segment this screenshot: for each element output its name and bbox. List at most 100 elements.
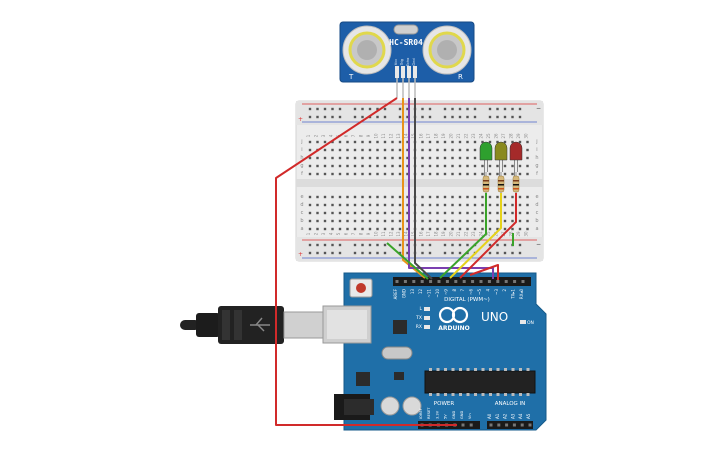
board-led <box>424 325 430 329</box>
breadboard-col-number: 21 <box>456 133 461 139</box>
breadboard[interactable]: + − + − 11223344556677889910101111121213… <box>295 100 544 262</box>
header-pin[interactable] <box>445 280 449 283</box>
breadboard-row-letter: j <box>300 139 302 145</box>
brand-label: ARDUINO <box>438 325 469 332</box>
header-pin[interactable] <box>479 280 483 283</box>
wire-yellow-led[interactable] <box>449 193 502 279</box>
wire-green-led[interactable] <box>439 193 487 279</box>
usb-icon <box>250 317 270 332</box>
breadboard-row-letter: g <box>535 163 538 169</box>
led-light[interactable] <box>509 141 523 161</box>
header-pin[interactable] <box>429 280 433 283</box>
header-pin[interactable] <box>520 423 524 427</box>
sensor-pin[interactable] <box>407 66 411 78</box>
wire-red-rail[interactable] <box>469 264 499 280</box>
board-led-label: TX <box>415 315 422 321</box>
breadboard-col-number: 10 <box>374 133 379 139</box>
led-light[interactable] <box>479 141 493 161</box>
breadboard-col-number: 3 <box>321 134 326 137</box>
analog-pin-label: A5 <box>526 413 531 419</box>
board-led-label: RX <box>416 324 422 330</box>
digital-pin-label: 4 <box>485 289 490 292</box>
led-light[interactable] <box>494 141 508 161</box>
sensor-pin[interactable] <box>395 66 399 78</box>
breadboard-row-letter: i <box>301 147 302 153</box>
breadboard-col-number: 11 <box>381 133 386 139</box>
breadboard-col-number: 16 <box>419 231 424 237</box>
header-pin[interactable] <box>497 423 501 427</box>
header-pin[interactable] <box>487 280 491 283</box>
rail-minus-bottom: − <box>536 241 541 248</box>
header-pin[interactable] <box>496 280 500 283</box>
header-pin[interactable] <box>512 423 516 427</box>
sensor-pin-label: Vcc <box>394 59 398 65</box>
header-pin[interactable] <box>469 423 473 427</box>
digital-pin-label: AREF <box>393 288 398 299</box>
sensor-pin[interactable] <box>413 66 417 78</box>
analog-pin-label: A0 <box>487 413 492 419</box>
header-pin[interactable] <box>513 280 517 283</box>
header-pin[interactable] <box>437 280 441 283</box>
digital-pin-label: 8 <box>452 289 457 292</box>
header-pin[interactable] <box>395 280 399 283</box>
breadboard-col-number: 24 <box>479 133 484 139</box>
breadboard-col-number: 29 <box>516 231 521 237</box>
digital-pin-label: 2 <box>502 289 507 292</box>
breadboard-col-number: 3 <box>321 232 326 235</box>
header-pin[interactable] <box>505 423 509 427</box>
wires <box>275 97 517 426</box>
sensor-pin[interactable] <box>401 66 405 78</box>
wire-trig-orange[interactable] <box>402 98 426 279</box>
model-label: UNO <box>481 310 508 324</box>
digital-pin-label: TX▸1 <box>511 289 516 300</box>
breadboard-col-number: 8 <box>359 134 364 137</box>
digital-pin-label: ~10 <box>435 289 440 298</box>
rail-minus-top: − <box>536 105 541 112</box>
breadboard-row-letter: g <box>300 163 303 169</box>
microcontroller-chip <box>424 370 536 394</box>
breadboard-col-number: 13 <box>396 133 401 139</box>
power-pin-label: GND <box>460 411 464 419</box>
header-pin[interactable] <box>489 423 493 427</box>
analog-pin-label: A2 <box>503 413 508 419</box>
digital-pin-label: GND <box>401 289 406 298</box>
breadboard-col-number: 20 <box>449 231 454 237</box>
breadboard-row-letter: d <box>300 202 303 208</box>
led-group <box>479 141 523 196</box>
analog-pin-label: A3 <box>510 413 515 419</box>
breadboard-col-number: 15 <box>411 133 416 139</box>
header-pin[interactable] <box>454 280 458 283</box>
header-pin[interactable] <box>412 280 416 283</box>
wire-gnd-dark[interactable] <box>414 98 433 280</box>
breadboard-col-number: 30 <box>524 231 529 237</box>
digital-pin-label: ~5 <box>477 289 482 295</box>
breadboard-col-number: 28 <box>509 133 514 139</box>
breadboard-col-number: 23 <box>471 133 476 139</box>
header-pin[interactable] <box>528 423 532 427</box>
breadboard-row-letter: h <box>535 155 538 161</box>
breadboard-col-number: 22 <box>464 231 469 237</box>
breadboard-col-number: 18 <box>434 133 439 139</box>
breadboard-labels: 1122334455667788991010111112121313141415… <box>300 133 538 237</box>
digital-pin-label: ~6 <box>469 289 474 295</box>
header-pin[interactable] <box>461 423 465 427</box>
rail-plus-bottom: + <box>298 251 303 258</box>
header-pin[interactable] <box>521 280 525 283</box>
wire-red-led[interactable] <box>459 193 517 279</box>
analog-header-label: ANALOG IN <box>495 401 526 407</box>
wire-green-gnd[interactable] <box>386 242 429 280</box>
breadboard-col-number: 17 <box>426 231 431 237</box>
breadboard-row-letter: h <box>300 155 303 161</box>
breadboard-col-number: 27 <box>501 133 506 139</box>
header-pin[interactable] <box>462 280 466 283</box>
sensor-model-label: HC-SR04 <box>389 38 423 47</box>
header-pin[interactable] <box>420 280 424 283</box>
header-pin[interactable] <box>403 280 407 283</box>
breadboard-col-number: 12 <box>389 133 394 139</box>
wire-5v-red[interactable] <box>275 97 457 426</box>
header-pin[interactable] <box>471 280 475 283</box>
digital-pin-label: ~3 <box>494 289 499 295</box>
header-pin[interactable] <box>504 280 508 283</box>
